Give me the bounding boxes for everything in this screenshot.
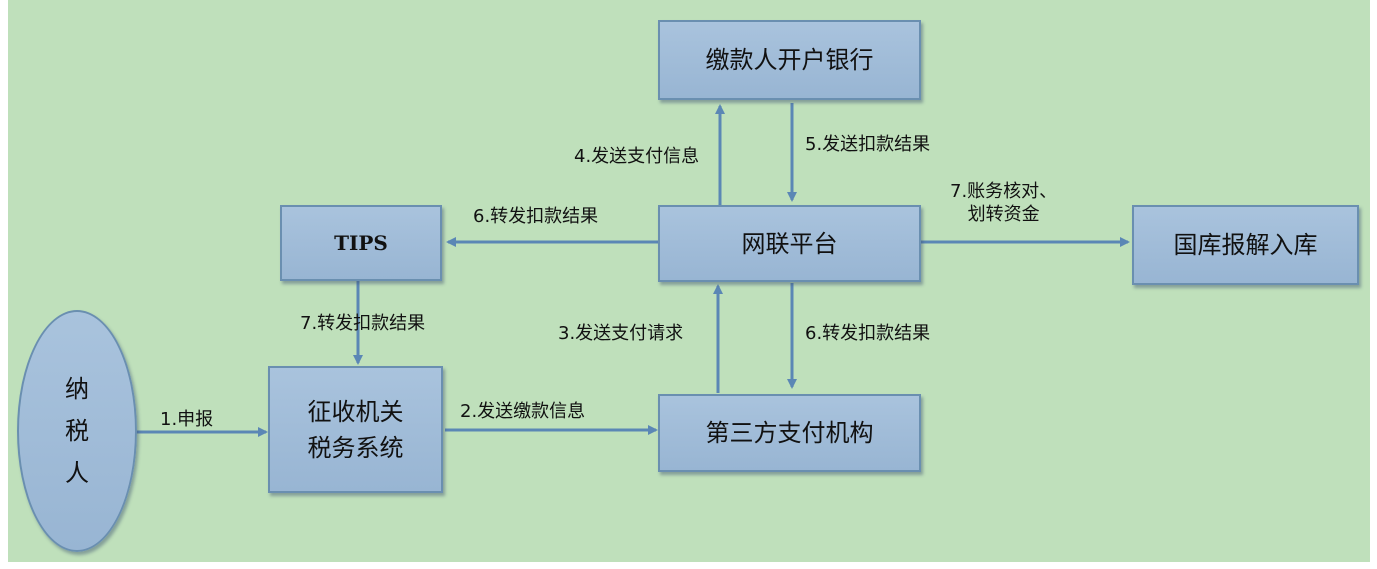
- bank-node: 缴款人开户银行: [658, 20, 921, 100]
- tips-node-label: TIPS: [334, 231, 388, 255]
- tax-system-node-label: 征收机关 税务系统: [307, 397, 404, 462]
- label-send-payment-request: 3.发送支付请求: [558, 323, 684, 344]
- label-forward-to-tips: 6.转发扣款结果: [473, 206, 599, 227]
- label-forward-to-third-party: 6.转发扣款结果: [805, 323, 931, 344]
- label-to-treasury: 7.账务核对、 划转资金: [950, 181, 1058, 226]
- platform-node-label: 网联平台: [741, 229, 838, 258]
- label-forward-to-tax-system: 7.转发扣款结果: [300, 313, 426, 334]
- label-send-pay-info: 4.发送支付信息: [574, 146, 700, 167]
- treasury-node-label: 国库报解入库: [1173, 231, 1318, 259]
- taxpayer-node: 纳 税 人: [17, 310, 137, 552]
- diagram-canvas: 缴款人开户银行 网联平台 TIPS 国库报解入库 纳 税 人 征收机关 税务系统…: [8, 0, 1370, 562]
- third-party-node-label: 第三方支付机构: [705, 419, 874, 447]
- third-party-node: 第三方支付机构: [658, 394, 921, 472]
- taxpayer-node-label: 纳 税 人: [65, 375, 89, 487]
- label-declare: 1.申报: [160, 409, 214, 430]
- bank-node-label: 缴款人开户银行: [705, 46, 874, 74]
- treasury-node: 国库报解入库: [1132, 205, 1359, 285]
- tips-node: TIPS: [280, 205, 442, 281]
- label-send-payment-info: 2.发送缴款信息: [460, 401, 586, 422]
- platform-node: 网联平台: [658, 205, 921, 282]
- arrows-layer: [136, 103, 1130, 437]
- tax-system-node: 征收机关 税务系统: [268, 366, 443, 493]
- label-send-deduction-result: 5.发送扣款结果: [805, 134, 931, 155]
